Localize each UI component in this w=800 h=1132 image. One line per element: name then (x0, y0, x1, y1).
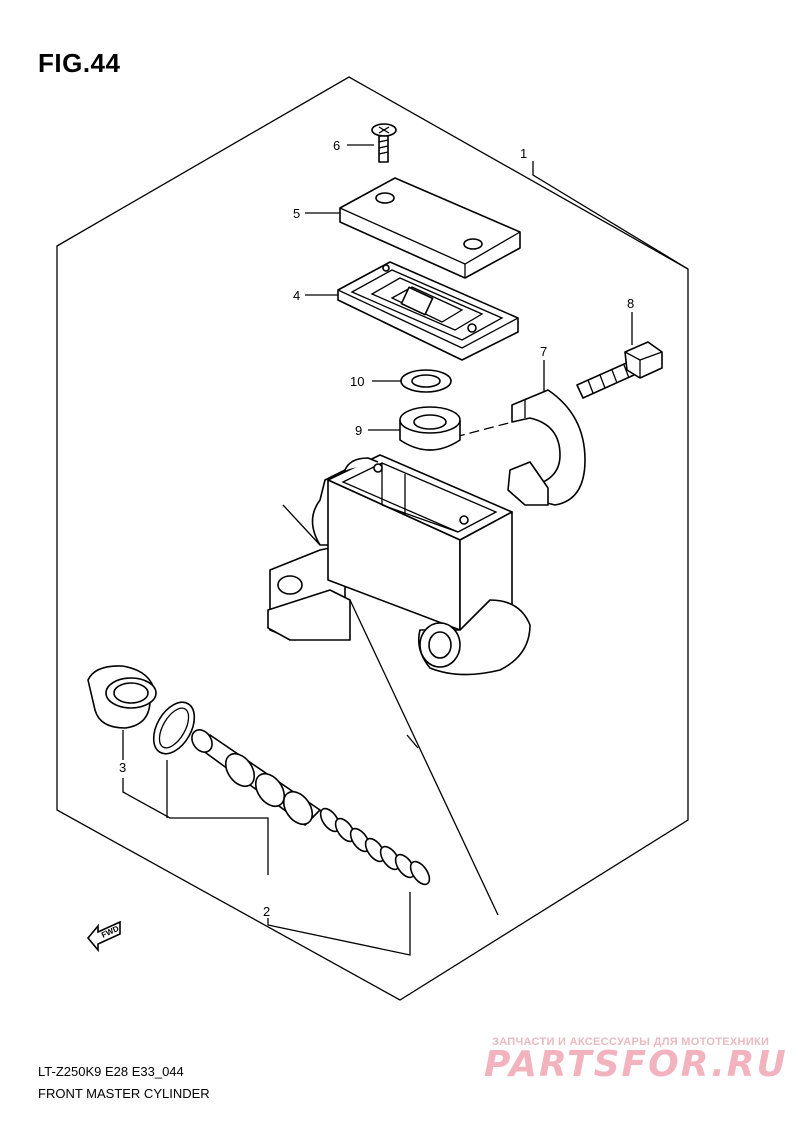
master-cylinder-body (267, 454, 531, 676)
callout-9: 9 (355, 423, 362, 438)
part-7-clamp (507, 389, 586, 506)
assembly-frame (56, 76, 689, 1001)
part-10-oring (400, 369, 452, 393)
callout-10: 10 (350, 374, 364, 389)
watermark-brand: PARTSFOR.RU (484, 1044, 788, 1085)
part-3-boot (87, 665, 157, 729)
callout-8: 8 (627, 296, 634, 311)
watermark-tagline: ЗАПЧАСТИ И АКСЕССУАРЫ ДЛЯ МОТОТЕХНИКИ (492, 1036, 770, 1048)
callout-3: 3 (119, 760, 126, 775)
callout-2: 2 (263, 904, 270, 919)
figure-caption: FRONT MASTER CYLINDER (38, 1086, 210, 1101)
fwd-arrow-icon: FWD (86, 920, 121, 953)
part-5-cap (339, 177, 521, 279)
part-8-bolt (576, 341, 663, 399)
circlip (152, 701, 196, 755)
part-4-diaphragm (337, 261, 519, 361)
callout-6: 6 (333, 138, 340, 153)
callout-1: 1 (520, 146, 527, 161)
figure-title: FIG.44 (38, 48, 121, 78)
callout-4: 4 (293, 288, 300, 303)
callout-5: 5 (293, 206, 300, 221)
model-code: LT-Z250K9 E28 E33_044 (38, 1064, 184, 1079)
part-6-screw (371, 123, 397, 163)
callout-7: 7 (540, 344, 547, 359)
part-9-seal (399, 406, 461, 451)
leader-lines (122, 144, 689, 956)
callout-labels: 1 2 3 4 5 6 7 8 9 10 (119, 138, 634, 919)
part-2-piston-spring (191, 729, 431, 886)
